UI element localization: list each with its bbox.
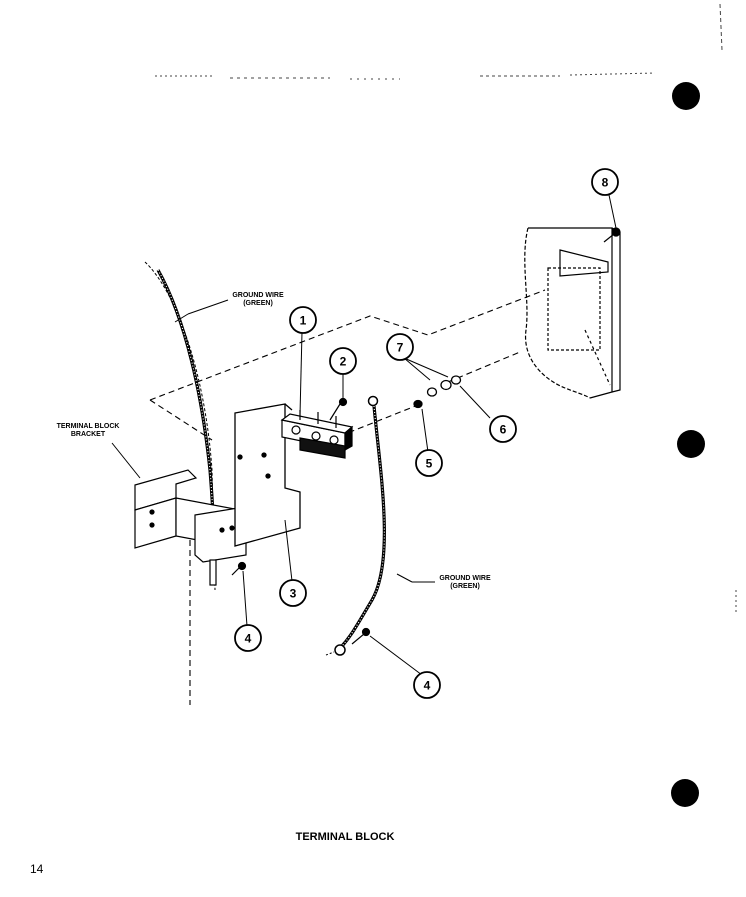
svg-text:1: 1 [300, 314, 307, 328]
callout-3: 3 [279, 579, 307, 607]
diagram-caption: TERMINAL BLOCK [296, 831, 395, 843]
callout-8: 8 [591, 168, 619, 196]
svg-text:8: 8 [602, 176, 609, 190]
callout-7: 7 [386, 333, 414, 361]
punch-hole-bottom [671, 779, 699, 807]
label-ground-wire-upper: GROUND WIRE [232, 292, 284, 299]
scan-noise [155, 3, 737, 612]
svg-text:6: 6 [500, 423, 507, 437]
terminal-block-part-1 [280, 410, 354, 459]
terminal-block-bracket-part [134, 469, 247, 586]
svg-text:4: 4 [245, 632, 252, 646]
label-terminal-block-bracket-2: BRACKET [71, 431, 106, 438]
callout-6: 6 [489, 415, 517, 443]
punch-hole-middle [677, 430, 705, 458]
label-terminal-block-bracket: TERMINAL BLOCK [57, 423, 120, 430]
page-number: 14 [30, 862, 44, 876]
washers-and-nuts [413, 375, 462, 409]
mounting-plate-part-3 [234, 403, 301, 547]
cabinet-panel [524, 227, 621, 399]
callout-4-right: 4 [413, 671, 441, 699]
label-ground-wire-upper-color: (GREEN) [243, 300, 273, 307]
callout-5: 5 [415, 449, 443, 477]
screw-part-4-right [351, 627, 371, 645]
label-ground-wire-lower: GROUND WIRE [439, 575, 491, 582]
leader-lines [111, 194, 617, 676]
svg-text:3: 3 [290, 587, 297, 601]
screw-part-8 [603, 227, 621, 243]
screw-part-4-left [231, 561, 247, 576]
screw-part-2 [329, 397, 348, 421]
callout-1: 1 [289, 306, 317, 334]
svg-text:7: 7 [397, 341, 404, 355]
ground-wire-lower [325, 395, 386, 656]
svg-text:4: 4 [424, 679, 431, 693]
punch-hole-top [672, 82, 700, 110]
label-ground-wire-lower-color: (GREEN) [450, 583, 480, 590]
svg-text:5: 5 [426, 457, 433, 471]
callout-2: 2 [329, 347, 357, 375]
callout-4-left: 4 [234, 624, 262, 652]
svg-text:2: 2 [340, 355, 347, 369]
